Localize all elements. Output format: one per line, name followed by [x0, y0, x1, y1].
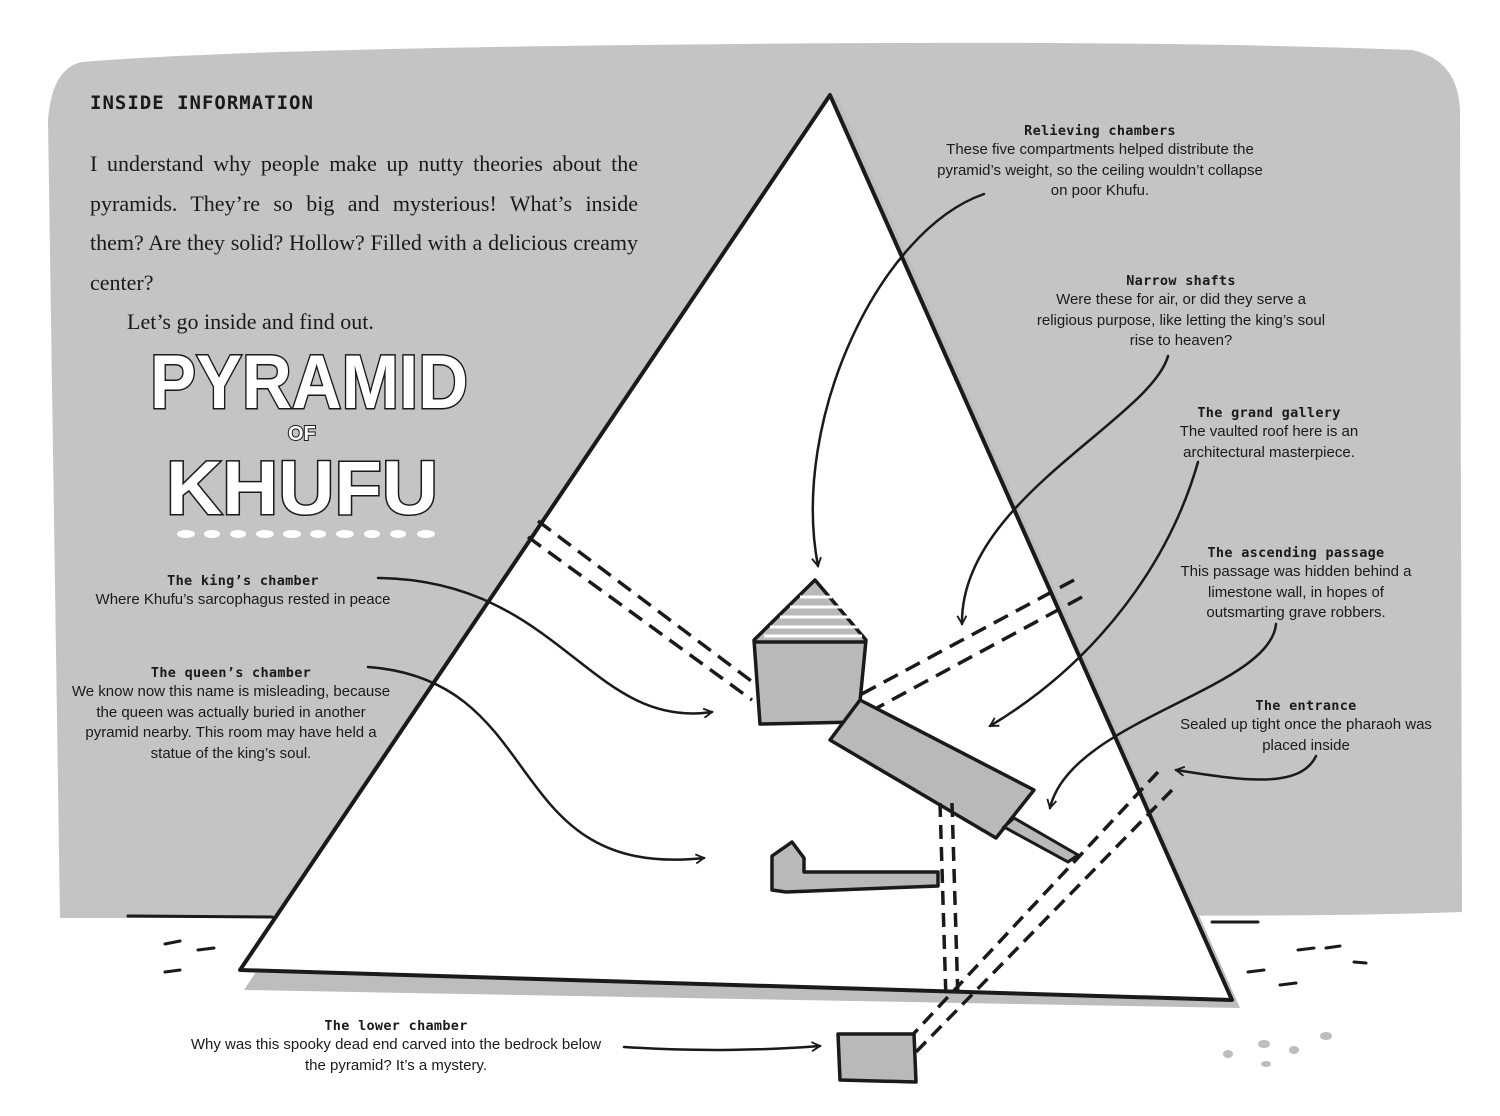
- callout-title: Relieving chambers: [1024, 123, 1176, 139]
- arrow-relieving-chambers: [813, 192, 986, 566]
- callout-narrow-shafts: Narrow shafts Were these for air, or did…: [1030, 272, 1332, 352]
- lower-chamber: [836, 1032, 918, 1084]
- ascending-passage: [1001, 816, 1081, 864]
- arrow-kings-chamber: [376, 576, 712, 713]
- arrow-grand-gallery: [990, 460, 1200, 728]
- callout-text: Were these for air, or did they serve a …: [1036, 291, 1326, 349]
- section-title: INSIDE INFORMATION: [90, 92, 314, 114]
- callout-lower-chamber: The lower chamber Why was this spooky de…: [180, 1017, 612, 1076]
- intro-paragraph-1: I understand why people make up nutty th…: [90, 151, 638, 295]
- callout-text: Why was this spooky dead end carved into…: [190, 1036, 602, 1074]
- callout-title: The grand gallery: [1197, 405, 1341, 421]
- arrow-entrance: [1176, 754, 1318, 781]
- callout-text: Where Khufu’s sarcophagus rested in peac…: [95, 591, 391, 608]
- callout-grand-gallery: The grand gallery The vaulted roof here …: [1160, 404, 1378, 463]
- callout-text: We know now this name is misleading, bec…: [71, 683, 391, 762]
- callout-ascending-passage: The ascending passage This passage was h…: [1168, 544, 1424, 624]
- callout-title: Narrow shafts: [1126, 273, 1236, 289]
- kings-chamber-structure: [752, 578, 868, 726]
- callout-text: This passage was hidden behind a limesto…: [1180, 563, 1412, 621]
- right-air-shaft: [857, 578, 1083, 718]
- callout-kings-chamber: The king’s chamber Where Khufu’s sarcoph…: [68, 572, 418, 611]
- callout-title: The lower chamber: [324, 1018, 468, 1034]
- pyramid-of-khufu-logo: PYRAMID OF KHUFU: [149, 339, 470, 533]
- arrow-narrow-shafts: [962, 354, 1170, 624]
- logo-underline: [177, 530, 435, 538]
- callout-title: The king’s chamber: [167, 573, 319, 589]
- left-air-shaft: [526, 519, 760, 702]
- callout-text: Sealed up tight once the pharaoh was pla…: [1180, 716, 1432, 754]
- intro-paragraph-2: Let’s go inside and find out.: [127, 309, 374, 334]
- well-shaft: [938, 802, 960, 1001]
- arrow-lower-chamber: [622, 1046, 820, 1050]
- callout-text: The vaulted roof here is an architectura…: [1179, 423, 1359, 461]
- callout-title: The queen’s chamber: [150, 665, 312, 681]
- logo-line-1: PYRAMID: [150, 340, 468, 425]
- callout-text: These five compartments helped distribut…: [937, 141, 1263, 199]
- callout-arrows: [366, 192, 1318, 1050]
- callout-queens-chamber: The queen’s chamber We know now this nam…: [70, 664, 392, 764]
- pebbles: [1223, 1032, 1332, 1067]
- intro-text: I understand why people make up nutty th…: [90, 144, 638, 342]
- grand-gallery: [828, 698, 1036, 840]
- callout-relieving-chambers: Relieving chambers These five compartmen…: [930, 122, 1270, 202]
- arrow-ascending-passage: [1050, 622, 1278, 808]
- logo-line-3: KHUFU: [166, 446, 438, 531]
- descending-passage: [902, 770, 1174, 1054]
- callout-title: The ascending passage: [1207, 545, 1385, 561]
- arrow-queens-chamber: [366, 665, 704, 860]
- queens-chamber: [770, 840, 940, 894]
- callout-title: The entrance: [1255, 698, 1357, 714]
- callout-entrance: The entrance Sealed up tight once the ph…: [1178, 697, 1434, 756]
- logo-line-2: OF: [288, 423, 316, 445]
- ground-marks: [126, 914, 1368, 987]
